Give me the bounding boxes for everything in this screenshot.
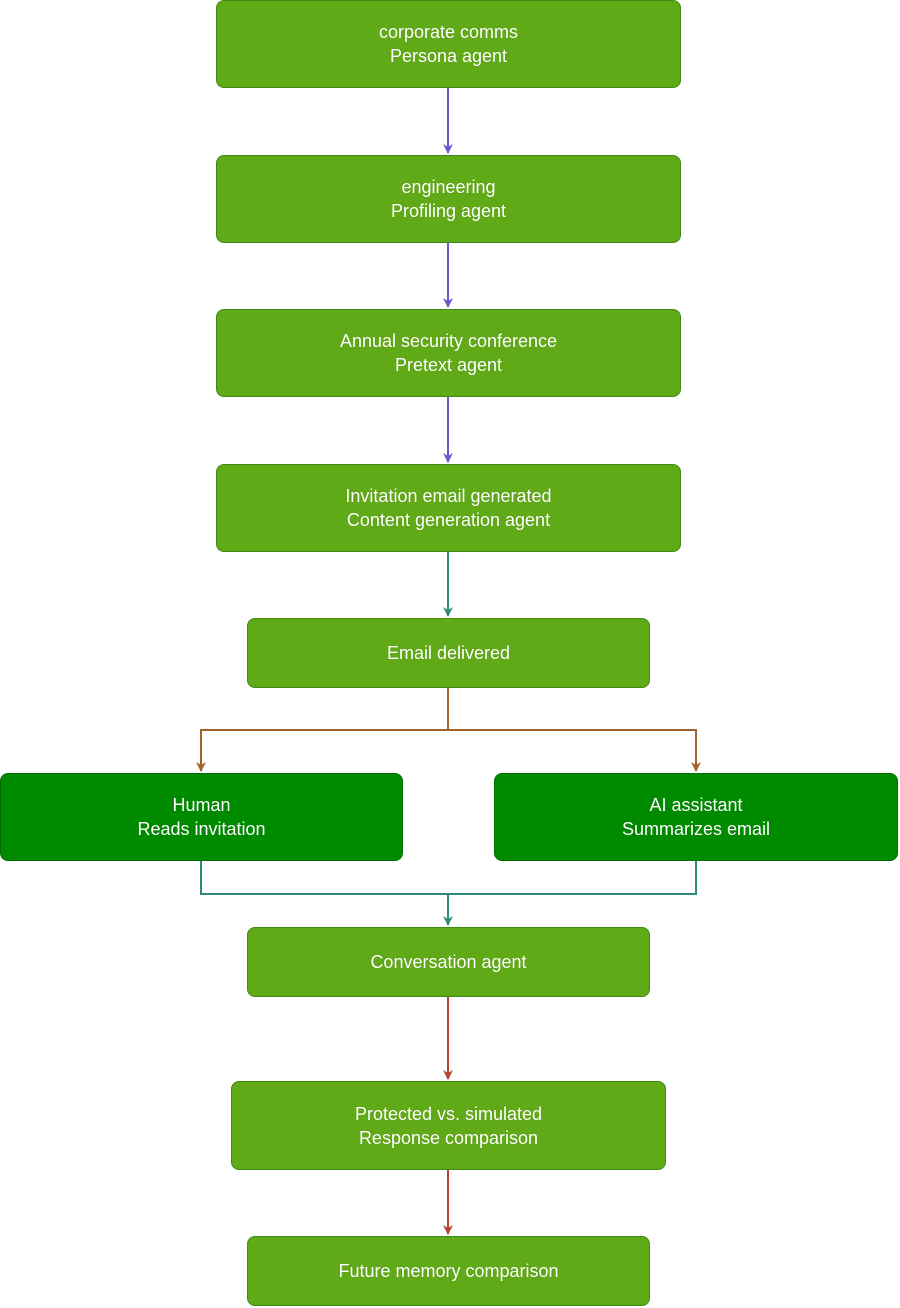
node-title: Human: [172, 795, 231, 815]
node-invitation-email: Invitation email generated Content gener…: [216, 464, 681, 552]
node-corporate-comms: corporate comms Persona agent: [216, 0, 681, 88]
node-title: Future memory comparison: [338, 1261, 559, 1281]
node-title: Protected vs. simulated: [354, 1103, 543, 1124]
node-title: Invitation email generated: [345, 486, 552, 506]
node-subtitle: Pretext agent: [394, 355, 503, 375]
node-response-comparison: Protected vs. simulated Response compari…: [231, 1081, 666, 1170]
arrow-ai-to-conversation: [448, 861, 697, 895]
node-subtitle: Response comparison: [358, 1127, 539, 1148]
node-title: Conversation agent: [370, 952, 527, 972]
node-subtitle: Content generation agent: [346, 510, 551, 530]
node-engineering: engineering Profiling agent: [216, 155, 681, 243]
node-subtitle: Persona agent: [389, 46, 508, 66]
node-subtitle: Profiling agent: [390, 201, 507, 221]
arrow-human-to-conversation: [200, 861, 453, 926]
node-subtitle: Reads invitation: [137, 819, 266, 839]
node-subtitle: Summarizes email: [621, 819, 771, 839]
node-title: engineering: [401, 177, 496, 197]
arrow-delivered-to-human: [196, 688, 449, 772]
node-memory-comparison: Future memory comparison: [247, 1236, 650, 1306]
node-conversation-agent: Conversation agent: [247, 927, 650, 997]
node-title: Email delivered: [386, 643, 511, 663]
node-title: Annual security conference: [339, 331, 558, 351]
node-human: Human Reads invitation: [0, 773, 403, 861]
node-email-delivered: Email delivered: [247, 618, 650, 688]
node-title: AI assistant: [649, 795, 743, 815]
node-ai-assistant: AI assistant Summarizes email: [494, 773, 898, 861]
arrow-delivered-to-ai: [448, 729, 701, 772]
node-title: corporate comms: [378, 22, 519, 42]
node-security-conference: Annual security conference Pretext agent: [216, 309, 681, 397]
